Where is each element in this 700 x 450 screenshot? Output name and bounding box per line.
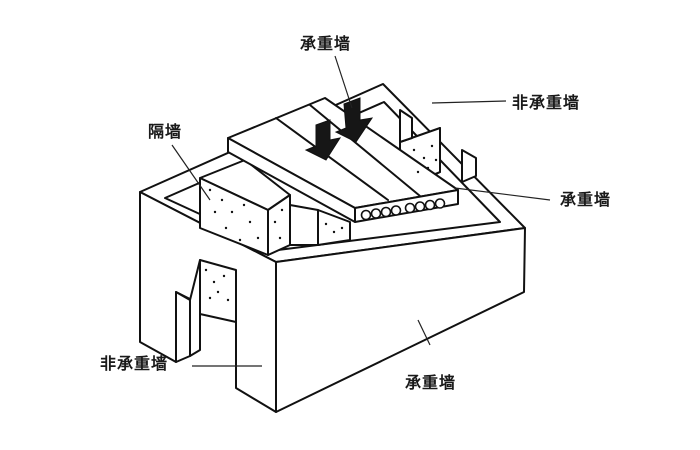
load-arrows [304,97,374,161]
label-load-bearing-right: 承重墙 [560,190,612,209]
load-arrow-left [304,119,342,161]
inner-wall-center [289,204,319,246]
doorway-inner-left [189,259,201,357]
label-non-load-bearing-right: 非承重墙 [512,93,581,112]
doorway-reveal [175,291,191,363]
label-non-load-bearing-left: 非承重墙 [100,354,169,373]
hollow-cores [360,198,446,221]
back-frame-1 [399,109,413,143]
inner-wall-center-dotted [317,209,351,246]
back-frame-2 [461,149,477,183]
label-load-bearing-bottom: 承重墙 [405,373,457,392]
load-arrow-right [334,97,374,143]
label-partition-wall: 隔墙 [148,122,183,141]
leader-lines [171,55,551,367]
label-load-bearing-top: 承重墙 [300,34,352,53]
dotted-texture [204,144,438,302]
